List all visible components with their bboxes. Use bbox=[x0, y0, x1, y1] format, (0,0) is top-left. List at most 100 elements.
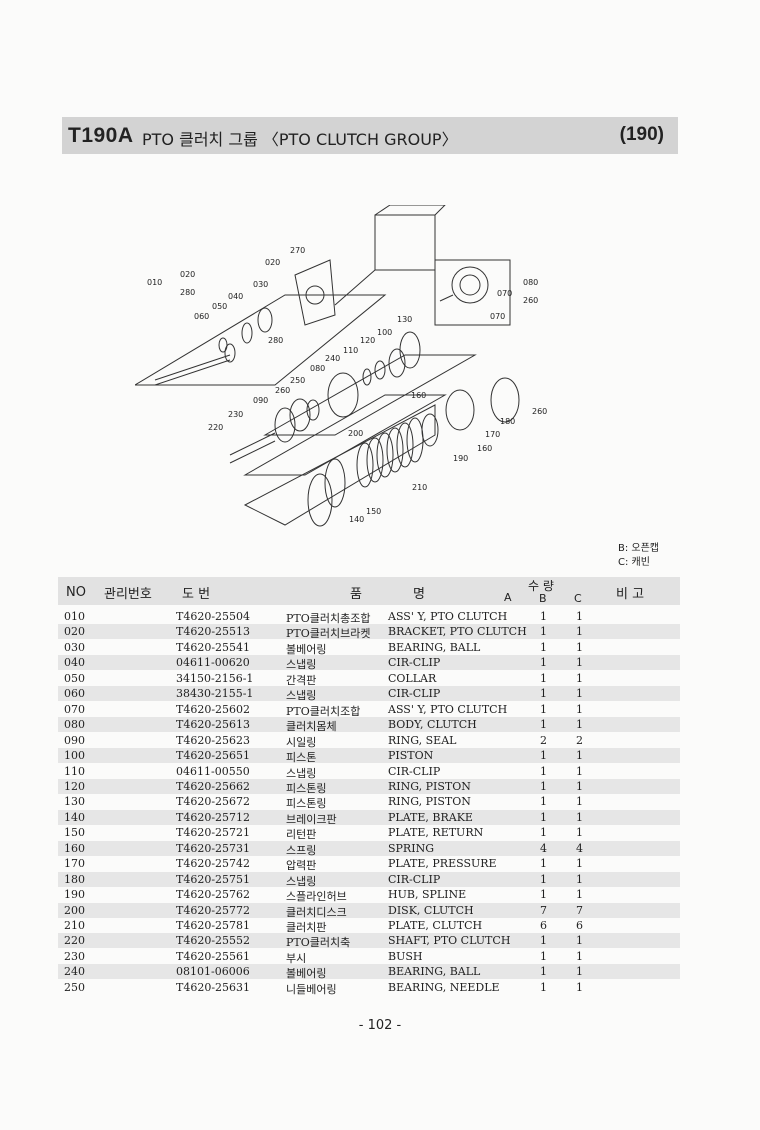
cell-c: 1 bbox=[576, 857, 583, 871]
cell-b: 1 bbox=[540, 656, 547, 670]
callout: 190 bbox=[453, 454, 468, 463]
callout: 020 bbox=[265, 258, 280, 267]
table-header: NO 관리번호 도 번 품 명 수 량 A B C 비 고 bbox=[58, 577, 680, 605]
cell-eng: DISK, CLUTCH bbox=[388, 903, 474, 917]
callout: 240 bbox=[325, 354, 340, 363]
col-drawing: 도 번 bbox=[182, 587, 211, 602]
cell-eng: CIR-CLIP bbox=[388, 872, 441, 886]
callout: 080 bbox=[523, 278, 538, 287]
cell-kor: 피스톤링 bbox=[286, 797, 327, 811]
cell-c: 1 bbox=[576, 749, 583, 763]
cell-eng: BODY, CLUTCH bbox=[388, 718, 477, 732]
cell-c: 1 bbox=[576, 640, 583, 654]
callout: 260 bbox=[532, 407, 547, 416]
cell-kor: 간격판 bbox=[286, 673, 317, 687]
cell-eng: RING, PISTON bbox=[388, 795, 471, 809]
cell-b: 1 bbox=[540, 965, 547, 979]
col-qty-a: A bbox=[504, 591, 512, 604]
cell-part: T4620-25602 bbox=[176, 702, 251, 716]
cell-eng: PLATE, CLUTCH bbox=[388, 919, 483, 932]
cell-part: T4620-25712 bbox=[176, 810, 251, 824]
col-qty: 수 량 bbox=[528, 579, 554, 593]
cell-part: T4620-25762 bbox=[176, 888, 251, 902]
cell-c: 2 bbox=[576, 733, 583, 747]
cell-no: 240 bbox=[64, 965, 85, 979]
cell-kor: 시일링 bbox=[286, 735, 317, 749]
cell-b: 1 bbox=[540, 949, 547, 963]
cell-no: 160 bbox=[64, 841, 85, 855]
legend: B: 오픈캡 C: 캐빈 bbox=[618, 542, 659, 570]
callout: 280 bbox=[268, 336, 283, 345]
cell-no: 200 bbox=[64, 903, 85, 917]
cell-part: 04611-00550 bbox=[176, 764, 250, 778]
diagram-drawing: 270 020 010 020 280 030 040 050 060 280 … bbox=[133, 204, 547, 527]
callout: 070 bbox=[497, 289, 512, 298]
cell-no: 180 bbox=[64, 872, 85, 886]
cell-kor: 스냅링 bbox=[286, 766, 317, 780]
cell-eng: BEARING, BALL bbox=[388, 640, 481, 654]
callout: 080 bbox=[310, 364, 325, 373]
callout: 030 bbox=[253, 280, 268, 289]
cell-kor: PTO클러치조합 bbox=[286, 704, 361, 718]
callout: 260 bbox=[275, 386, 290, 395]
cell-b: 1 bbox=[540, 826, 547, 840]
cell-part: T4620-25623 bbox=[176, 733, 251, 747]
cell-kor: 니들베어링 bbox=[286, 982, 337, 996]
cell-b: 1 bbox=[540, 749, 547, 763]
cell-eng: SHAFT, PTO CLUTCH bbox=[388, 934, 511, 948]
cell-c: 1 bbox=[576, 764, 583, 778]
cell-kor: 피스톤링 bbox=[286, 781, 327, 795]
page-title: PTO 클러치 그룹 〈PTO CLUTCH GROUP〉 bbox=[142, 130, 458, 149]
cell-kor: 브레이크판 bbox=[286, 812, 337, 826]
cell-eng: CIR-CLIP bbox=[388, 687, 441, 701]
callout: 260 bbox=[523, 296, 538, 305]
col-qty-c: C bbox=[574, 592, 582, 605]
cell-no: 050 bbox=[64, 671, 85, 685]
cell-b: 1 bbox=[540, 779, 547, 793]
cell-kor: PTO클러치총조합 bbox=[286, 612, 371, 625]
cell-kor: PTO클러치축 bbox=[286, 936, 351, 950]
callout: 010 bbox=[147, 278, 162, 287]
cell-no: 090 bbox=[64, 733, 85, 747]
cell-kor: 압력판 bbox=[286, 859, 317, 873]
cell-no: 100 bbox=[64, 749, 85, 763]
col-name-2: 명 bbox=[413, 587, 425, 602]
cell-no: 060 bbox=[64, 687, 85, 701]
cell-eng: ASS' Y, PTO CLUTCH bbox=[388, 610, 508, 623]
cell-eng: RING, PISTON bbox=[388, 779, 471, 793]
cell-b: 2 bbox=[540, 733, 547, 747]
cell-no: 210 bbox=[64, 919, 85, 932]
cell-no: 020 bbox=[64, 625, 85, 639]
cell-no: 080 bbox=[64, 718, 85, 732]
cell-b: 1 bbox=[540, 872, 547, 886]
cell-part: T4620-25772 bbox=[176, 903, 251, 917]
callout: 200 bbox=[348, 429, 363, 438]
cell-part: T4620-25561 bbox=[176, 949, 251, 963]
cell-b: 1 bbox=[540, 810, 547, 824]
cell-no: 070 bbox=[64, 702, 85, 716]
cell-part: 34150-2156-1 bbox=[176, 671, 254, 685]
cell-b: 1 bbox=[540, 888, 547, 902]
callout: 210 bbox=[412, 483, 427, 492]
cell-c: 1 bbox=[576, 702, 583, 716]
cell-part: T4620-25631 bbox=[176, 980, 251, 994]
cell-no: 230 bbox=[64, 949, 85, 963]
cell-c: 1 bbox=[576, 888, 583, 902]
cell-c: 1 bbox=[576, 810, 583, 824]
cell-b: 1 bbox=[540, 718, 547, 732]
cell-part: T4620-25751 bbox=[176, 872, 251, 886]
cell-b: 1 bbox=[540, 671, 547, 685]
cell-part: T4620-25742 bbox=[176, 857, 251, 871]
callout: 090 bbox=[253, 396, 268, 405]
cell-b: 1 bbox=[540, 980, 547, 994]
callout: 150 bbox=[366, 507, 381, 516]
